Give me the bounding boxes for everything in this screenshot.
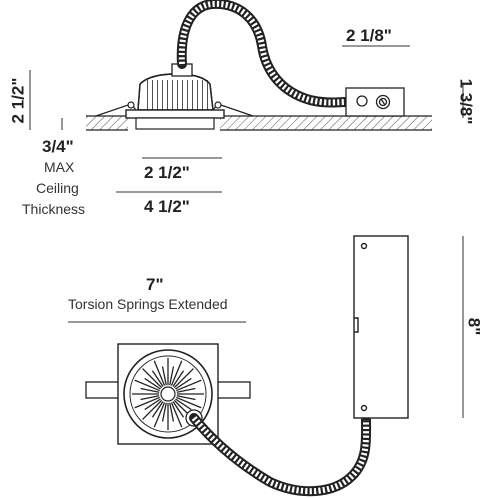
heat-sink-fin (172, 370, 185, 387)
heat-sink-fin (144, 377, 161, 390)
ceiling-thickness-note-ceiling: Ceiling (36, 180, 79, 196)
side-view (29, 0, 464, 193)
heat-sink-fin (170, 360, 183, 386)
torsion-spring-clips (95, 101, 254, 117)
heat-sink-fin (142, 368, 163, 389)
top-view (68, 235, 464, 497)
dimension-lines-side (29, 45, 464, 193)
flex-conduit-top (189, 413, 372, 497)
heat-sink-fin (176, 387, 196, 393)
housing-body (125, 63, 225, 130)
trim-diameter-label: 4 1/2" (144, 197, 190, 216)
heat-sink-fin (175, 398, 192, 411)
junction-box-width-label: 2 1/8" (346, 26, 392, 45)
heat-sink-fin (176, 396, 202, 409)
heat-sink-fin (176, 379, 202, 392)
heat-sink-fin (176, 395, 196, 401)
heat-sink-fin (151, 370, 164, 387)
housing-height-label: 2 1/2" (8, 77, 28, 124)
heat-sink-fin (172, 401, 185, 418)
heat-sink-fin (151, 401, 164, 418)
heat-sink-fin (153, 360, 166, 386)
heat-sink-fin (161, 402, 167, 422)
heat-sink-fin (169, 402, 175, 422)
heat-sink-fin (153, 402, 166, 428)
heat-sink-fin (161, 366, 167, 386)
ceiling-thickness-note-thickness: Thickness (22, 201, 86, 217)
spring-span-label: 7" (146, 275, 164, 294)
heat-sink-fin (169, 366, 175, 386)
cutout-diameter-label: 2 1/2" (144, 163, 190, 182)
junction-box-top (353, 235, 409, 419)
heat-sink-fin (144, 398, 161, 411)
heat-sink-fin (140, 395, 160, 401)
ceiling-thickness-note-max: MAX (44, 159, 75, 175)
junction-box-side (345, 87, 405, 117)
spring-span-note: Torsion Springs Extended (68, 296, 228, 312)
ceiling-thickness-label: 3/4" (42, 137, 74, 156)
junction-box-length-label: 8" (464, 317, 484, 336)
junction-box-height-label: 1 3/8" (456, 78, 476, 125)
heat-sink-fin (134, 379, 160, 392)
heat-sink-fin (170, 402, 183, 428)
heat-sink-fin (140, 387, 160, 393)
round-heat-sink (123, 349, 213, 439)
heat-sink-fin (173, 368, 194, 389)
torsion-springs-top (85, 381, 251, 399)
heat-sink-fin (134, 396, 160, 409)
heat-sink-fin (142, 399, 163, 420)
heat-sink-fin (175, 377, 192, 390)
